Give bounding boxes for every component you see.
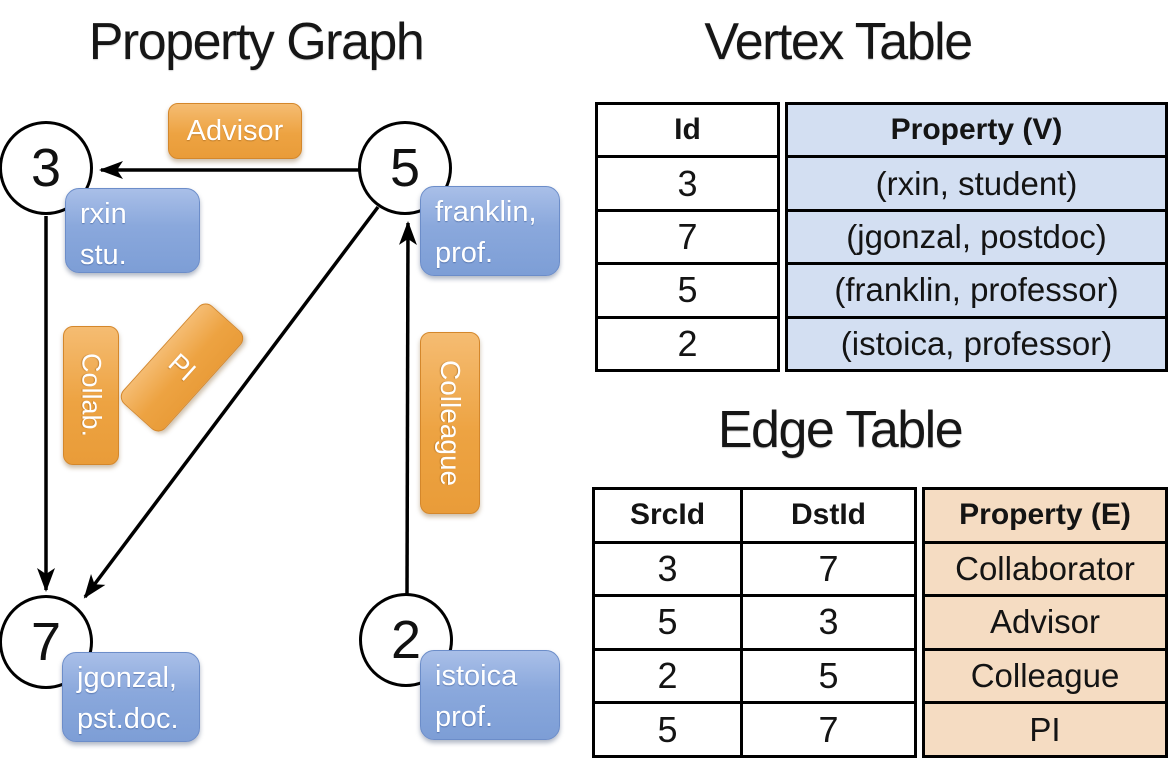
- vertex-table-title: Vertex Table: [704, 13, 973, 71]
- vertex-label-jgonzal: jgonzal, pst.doc.: [62, 652, 200, 742]
- edge-label-colleague: Colleague: [420, 332, 480, 514]
- vertex-label-rxin-line1: rxin: [80, 198, 127, 230]
- vertex-table-id-cell: 5: [598, 265, 777, 319]
- edge-label-collab: Collab.: [63, 326, 119, 465]
- edge-table-property-column: Property (E) Collaborator Advisor Collea…: [922, 487, 1168, 758]
- vertex-table-property-cell: (franklin, professor): [788, 265, 1165, 319]
- edge-table-property-header: Property (E): [925, 490, 1165, 544]
- edge-table-dstid-header: DstId: [791, 498, 866, 532]
- edge-table-srcid-cell: 5: [595, 704, 743, 755]
- vertex-table-property-cell: (jgonzal, postdoc): [788, 212, 1165, 266]
- edge-table-srcid-cell: 5: [595, 597, 743, 648]
- edge-table-srcid-cell: 2: [595, 650, 743, 702]
- vertex-table-id-column: Id 3 7 5 2: [595, 102, 780, 372]
- vertex-label-istoica: istoica prof.: [420, 650, 560, 740]
- vertex-label-jgonzal-line1: jgonzal,: [77, 662, 177, 694]
- edge-table-title: Edge Table: [717, 401, 964, 459]
- edge-table-srcid-header: SrcId: [595, 490, 743, 541]
- vertex-table-property-header: Property (V): [788, 105, 1165, 159]
- vertex-table-property-cell: (istoica, professor): [840, 324, 1113, 362]
- vertex-table-id-cell: 3: [598, 158, 777, 212]
- vertex-node-7-id: 7: [30, 612, 62, 672]
- edge-label-pi-text: PI: [162, 347, 202, 387]
- vertex-label-istoica-line1: istoica: [435, 660, 518, 692]
- vertex-label-franklin: franklin, prof.: [420, 186, 560, 276]
- edge-table-dstid-cell: 5: [818, 655, 839, 697]
- edge-table-srcid-cell: 3: [595, 543, 743, 595]
- edge-label-advisor-text: Advisor: [186, 114, 284, 147]
- edge-table-dstid-cell: 7: [818, 708, 839, 750]
- vertex-node-3-id: 3: [30, 138, 62, 198]
- vertex-label-istoica-line2: prof.: [435, 700, 494, 733]
- edge-table-property-cell: PI: [1029, 710, 1061, 748]
- edge-arrow-2-to-5: [398, 221, 417, 598]
- vertex-table-id-cell: 7: [598, 212, 777, 266]
- graph-edges-layer: [37, 161, 417, 599]
- vertex-table-id-cell: 2: [677, 322, 698, 364]
- edge-table-property-cell: Collaborator: [925, 544, 1165, 598]
- vertex-label-rxin-line2: stu.: [80, 238, 127, 271]
- vertex-label-rxin: rxin stu.: [65, 188, 200, 273]
- edge-table-dstid-cell: 7: [818, 547, 839, 589]
- edge-arrow-5-to-7: [83, 205, 380, 599]
- edge-table-dstid-cell: 3: [818, 601, 839, 643]
- edge-label-advisor: Advisor: [168, 103, 302, 159]
- vertex-table-id-header: Id: [598, 105, 777, 159]
- vertex-label-franklin-line1: franklin,: [435, 196, 537, 228]
- edge-label-collab-text: Collab.: [76, 353, 107, 438]
- edge-table-id-columns: SrcId DstId 3 7 5 3 2 5 5 7: [592, 487, 917, 758]
- property-graph-title: Property Graph: [88, 13, 425, 71]
- vertex-label-franklin-line2: prof.: [435, 236, 494, 269]
- vertex-table-property-cell: (rxin, student): [788, 158, 1165, 212]
- vertex-node-2-id: 2: [390, 610, 422, 670]
- vertex-node-2: 2: [359, 593, 453, 687]
- vertex-table-property-column: Property (V) (rxin, student) (jgonzal, p…: [785, 102, 1168, 372]
- vertex-node-5: 5: [358, 121, 452, 215]
- edge-table-property-cell: Colleague: [925, 651, 1165, 705]
- edge-label-colleague-text: Colleague: [435, 359, 466, 487]
- vertex-label-jgonzal-line2: pst.doc.: [77, 702, 179, 735]
- edge-table-property-cell: Advisor: [925, 597, 1165, 651]
- vertex-node-5-id: 5: [389, 138, 421, 198]
